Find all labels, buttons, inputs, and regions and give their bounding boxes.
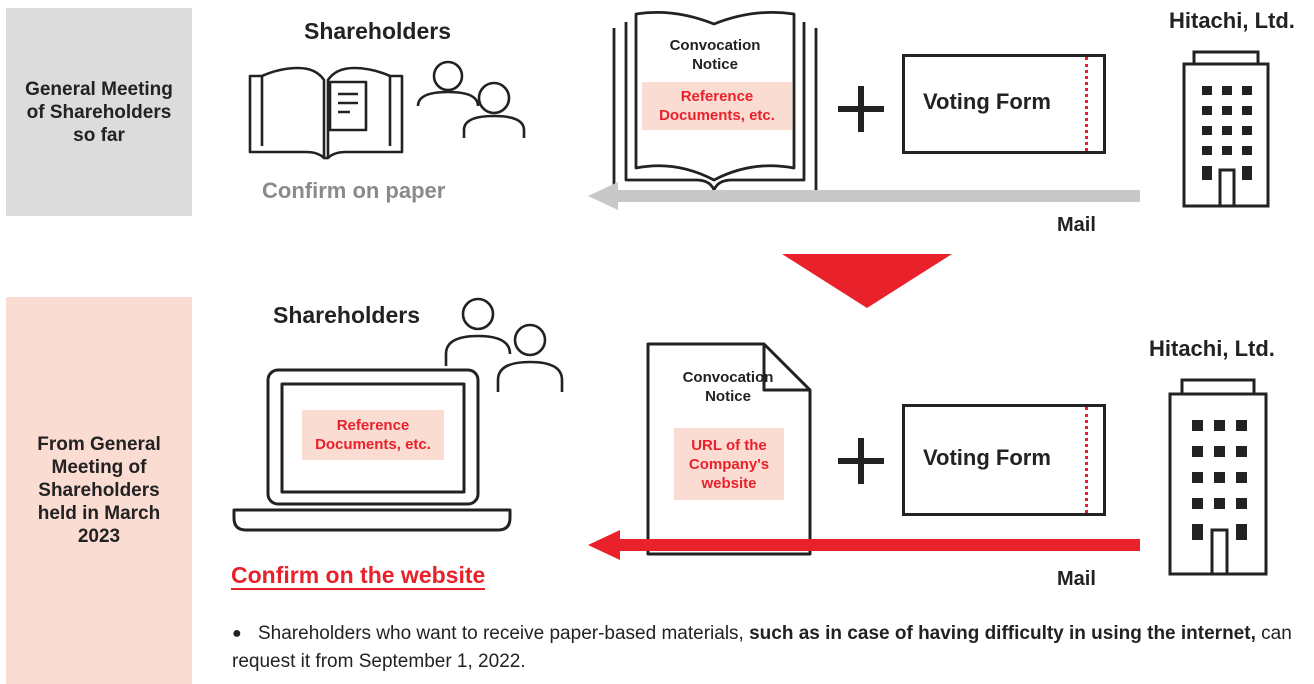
note-text-bold: such as in case of having difficulty in … (749, 623, 1256, 644)
arrow-left-gray (588, 182, 1140, 210)
top-shareholders-label: Shareholders (304, 18, 451, 44)
building-icon (1182, 50, 1270, 208)
bottom-company-label: Hitachi, Ltd. (1149, 336, 1275, 361)
bullet-icon: ● (232, 625, 242, 642)
arrow-left-red (588, 530, 1140, 560)
bottom-shareholders-label: Shareholders (273, 302, 420, 328)
panel-from-march-2023-label: From General Meeting of Shareholders hel… (37, 434, 161, 547)
top-mail-label: Mail (1057, 214, 1096, 236)
paper-request-note: ● Shareholders who want to receive paper-… (232, 620, 1292, 676)
bottom-confirm-label: Confirm on the website (231, 562, 486, 590)
top-voting-form-label: Voting Form (923, 89, 1051, 114)
plus-icon (838, 86, 884, 132)
bottom-voting-form-label: Voting Form (923, 445, 1051, 470)
note-text-part1: Shareholders who want to receive paper-b… (258, 623, 750, 644)
note-text-part2: can request it from September 1, 2022. (232, 623, 1292, 672)
top-company-label: Hitachi, Ltd. (1169, 8, 1295, 33)
people-icon (416, 60, 526, 138)
bottom-mail-label: Mail (1057, 568, 1096, 590)
panel-so-far-label: General Meeting of Shareholders so far (25, 78, 173, 146)
top-notice-reference-box: Reference Documents, etc. (642, 82, 792, 130)
top-voting-form-perforation (1085, 57, 1088, 151)
people-icon (444, 297, 564, 392)
top-confirm-label: Confirm on paper (262, 178, 446, 203)
book-icon (248, 66, 404, 160)
top-voting-form: Voting Form (902, 54, 1106, 154)
bottom-notice-url-box: URL of the Company's website (674, 428, 784, 500)
bottom-confirm-text: Confirm on the website (231, 562, 486, 588)
top-notice-title: Convocation Notice (669, 37, 761, 73)
plus-icon (838, 438, 884, 484)
building-icon (1168, 378, 1268, 576)
bottom-notice-title: Convocation Notice (682, 369, 774, 405)
bottom-voting-form-perforation (1085, 407, 1088, 513)
bottom-voting-form: Voting Form (902, 404, 1106, 516)
transition-arrow-down (782, 254, 952, 308)
panel-so-far: General Meeting of Shareholders so far (6, 8, 192, 216)
laptop-reference-box: Reference Documents, etc. (302, 410, 444, 460)
panel-from-march-2023: From General Meeting of Shareholders hel… (6, 297, 192, 684)
